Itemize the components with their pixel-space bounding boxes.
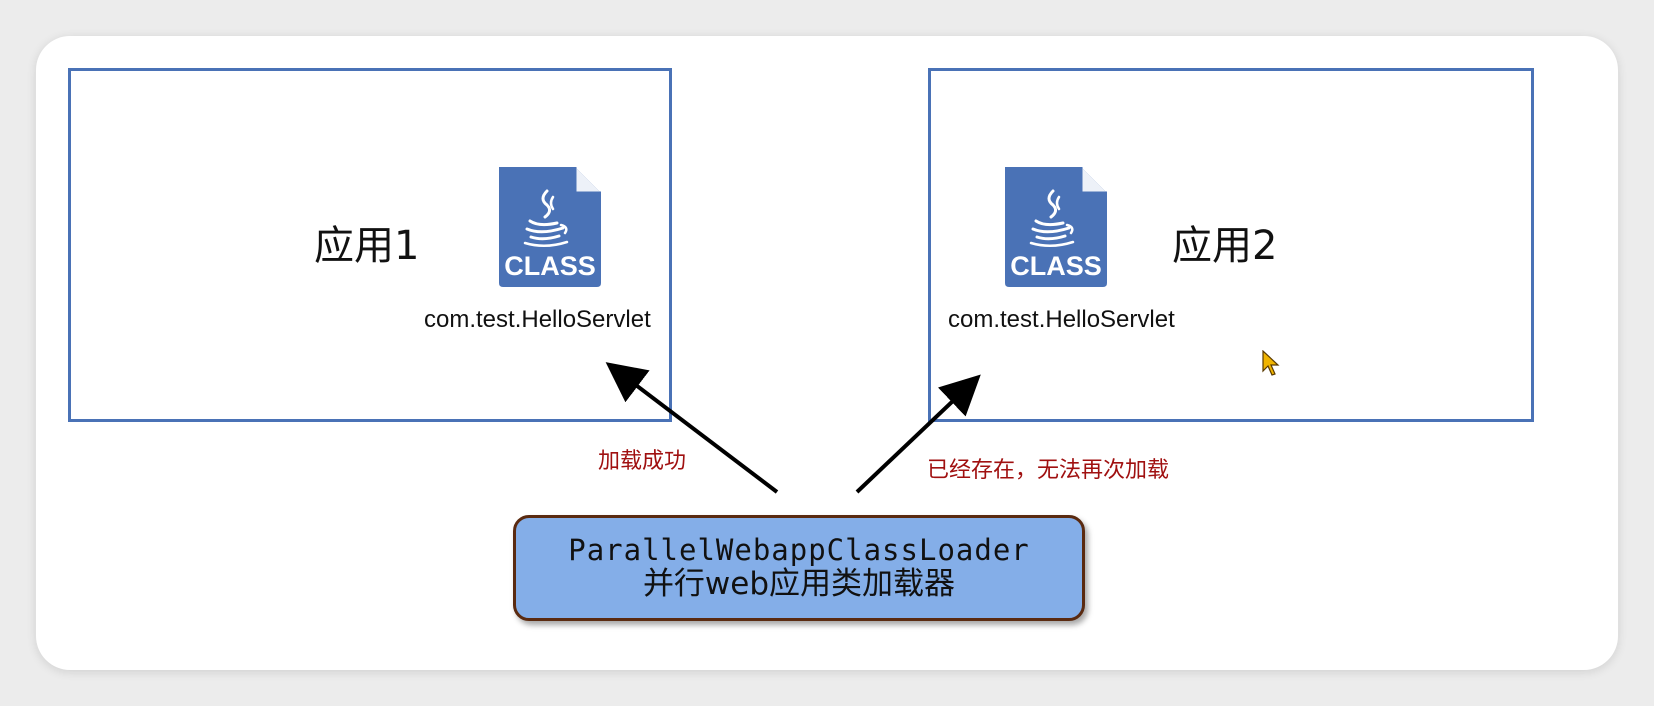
class-loader-description: 并行web应用类加载器 xyxy=(642,565,956,602)
load-success-note: 加载成功 xyxy=(598,449,687,474)
app2-class-name: com.test.HelloServlet xyxy=(948,306,1175,333)
class-loader-box: ParallelWebappClassLoader 并行web应用类加载器 xyxy=(513,515,1085,621)
class-icon-label: CLASS xyxy=(1010,251,1102,281)
app2-title: 应用2 xyxy=(1172,223,1278,269)
class-icon-label: CLASS xyxy=(504,251,596,281)
mouse-pointer-icon xyxy=(1262,350,1280,376)
app1-title: 应用1 xyxy=(314,223,420,269)
app1-class-name: com.test.HelloServlet xyxy=(424,306,651,333)
class-loader-name: ParallelWebappClassLoader xyxy=(568,532,1030,567)
java-class-file-icon: CLASS xyxy=(499,167,601,287)
already-exists-note: 已经存在，无法再次加载 xyxy=(927,458,1170,483)
java-class-file-icon: CLASS xyxy=(1005,167,1107,287)
